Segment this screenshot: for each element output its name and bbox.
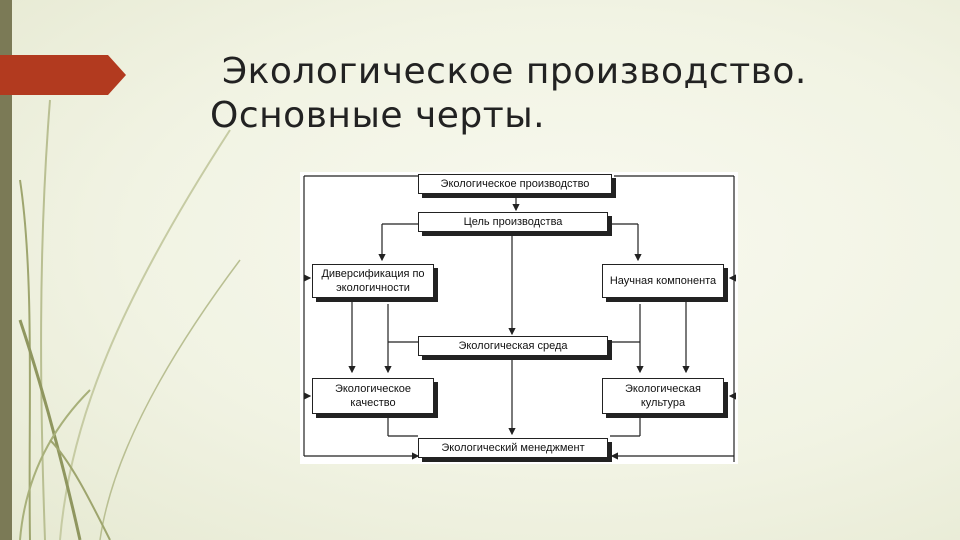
slide-title: Экологическое производство. Основные чер… — [210, 50, 807, 138]
eco-production-diagram: Экологическое производство Цель производ… — [300, 172, 738, 464]
left-sidebar-bar — [0, 0, 12, 540]
node-eco-environment-label: Экологическая среда — [458, 340, 568, 352]
node-production-goal: Цель производства — [418, 212, 608, 232]
node-diversification-label: Диверсификация по экологичности — [321, 268, 425, 294]
node-diversification: Диверсификация по экологичности — [312, 264, 434, 298]
node-eco-culture: Экологическая культура — [602, 378, 724, 414]
node-eco-culture-label: Экологическая культура — [624, 383, 701, 409]
title-arrow-icon — [0, 55, 126, 95]
diagram-connectors — [303, 175, 736, 462]
node-eco-environment: Экологическая среда — [418, 336, 608, 356]
slide-title-line1: Экологическое производство. — [222, 51, 807, 92]
node-eco-production: Экологическое производство — [418, 174, 612, 194]
node-production-goal-label: Цель производства — [463, 216, 563, 228]
node-eco-production-label: Экологическое производство — [440, 178, 590, 190]
node-eco-management: Экологический менеджмент — [418, 438, 608, 458]
node-scientific: Научная компонента — [602, 264, 724, 298]
node-eco-management-label: Экологический менеджмент — [441, 442, 585, 454]
node-scientific-label: Научная компонента — [609, 275, 717, 287]
grass-decoration — [18, 99, 241, 540]
slide-title-line2: Основные черты. — [210, 95, 546, 136]
node-eco-quality-label: Экологическое качество — [334, 383, 412, 409]
node-eco-quality: Экологическое качество — [312, 378, 434, 414]
